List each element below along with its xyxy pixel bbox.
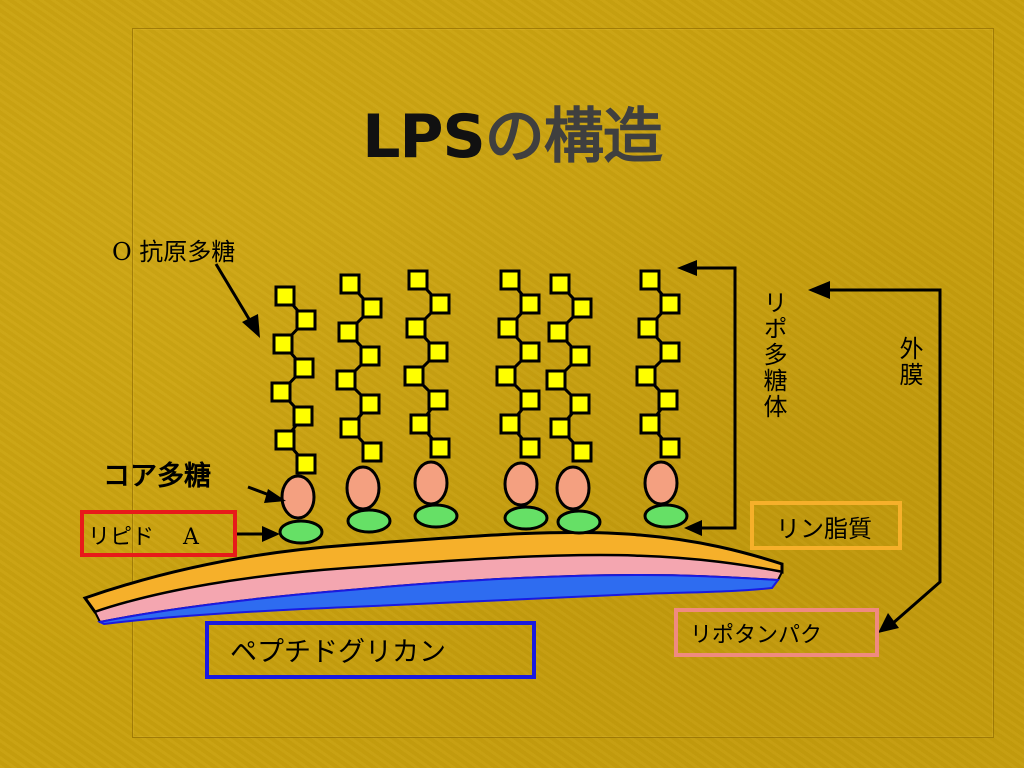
- title-latin: LPS: [362, 102, 485, 172]
- sugar-unit: [405, 317, 427, 339]
- sugar-unit: [659, 437, 681, 459]
- sugar-unit: [635, 365, 657, 387]
- lipopolysaccharide-label: リポ多糖体: [759, 290, 787, 420]
- sugar-unit: [295, 453, 317, 475]
- sugar-unit: [339, 417, 361, 439]
- core-oligosaccharide: [643, 460, 679, 506]
- sugar-unit: [639, 269, 661, 291]
- slide-frame: [132, 28, 994, 738]
- sugar-unit: [495, 365, 517, 387]
- sugar-unit: [659, 293, 681, 315]
- sugar-unit: [427, 341, 449, 363]
- peptidoglycan-label: ペプチドグリカン: [230, 637, 446, 668]
- sugar-unit: [292, 405, 314, 427]
- sugar-unit: [270, 381, 292, 403]
- sugar-unit: [407, 269, 429, 291]
- outer-membrane-bracket: [828, 288, 942, 626]
- o-antigen-chain: [403, 269, 459, 529]
- sugar-unit: [547, 321, 569, 343]
- sugar-unit: [519, 437, 541, 459]
- sugar-unit: [497, 317, 519, 339]
- sugar-unit: [657, 389, 679, 411]
- o-antigen-chain: [335, 273, 392, 534]
- o-antigen-chain: [495, 269, 549, 531]
- slide-title: LPSの構造: [0, 88, 1024, 175]
- phospholipid-label: リン脂質: [776, 515, 872, 543]
- sugar-unit: [427, 389, 449, 411]
- core-oligosaccharide: [503, 461, 539, 507]
- sugar-unit: [637, 317, 659, 339]
- lipid-a-label: リピド A: [88, 525, 199, 550]
- sugar-unit: [519, 341, 541, 363]
- lipid-a-unit: [278, 519, 324, 545]
- sugar-unit: [545, 369, 567, 391]
- sugar-unit: [337, 321, 359, 343]
- sugar-unit: [571, 441, 593, 463]
- core-oligosaccharide: [555, 465, 591, 511]
- sugar-unit: [519, 293, 541, 315]
- core-oligosaccharide: [345, 465, 381, 511]
- sugar-unit: [295, 309, 317, 331]
- sugar-unit: [274, 429, 296, 451]
- sugar-unit: [272, 333, 294, 355]
- lipoprotein-box: [674, 608, 879, 657]
- lipid-a-unit: [643, 503, 689, 529]
- sugar-unit: [569, 345, 591, 367]
- outer-membrane-top-arrowhead: [808, 281, 830, 299]
- sugar-unit: [549, 417, 571, 439]
- sugar-unit: [274, 285, 296, 307]
- sugar-unit: [549, 273, 571, 295]
- sugar-unit: [569, 393, 591, 415]
- sugar-unit: [499, 413, 521, 435]
- sugar-unit: [359, 393, 381, 415]
- lps-bracket: [694, 266, 737, 530]
- sugar-unit: [499, 269, 521, 291]
- lps-bracket-top-arrowhead: [677, 260, 697, 276]
- core-oligosaccharide: [280, 474, 316, 520]
- sugar-unit: [659, 341, 681, 363]
- outer-membrane-bottom-arrowhead: [878, 613, 899, 633]
- core-oligosaccharide: [413, 460, 449, 506]
- lipid-a-unit: [556, 509, 602, 535]
- lipid-a-box: [80, 510, 237, 557]
- sugar-unit: [639, 413, 661, 435]
- peptidoglycan-box: [205, 621, 536, 679]
- phospholipid-box: [750, 501, 902, 550]
- o-antigen-arrowhead: [242, 314, 260, 338]
- sugar-unit: [409, 413, 431, 435]
- sugar-unit: [519, 389, 541, 411]
- sugar-unit: [429, 437, 451, 459]
- lipid-a-unit: [413, 503, 459, 529]
- sugar-unit: [359, 345, 381, 367]
- core-label: コア多糖: [103, 461, 211, 492]
- sugar-unit: [339, 273, 361, 295]
- o-antigen-label: O 抗原多糖: [112, 238, 236, 266]
- sugar-unit: [361, 297, 383, 319]
- o-antigen-chain: [270, 285, 324, 545]
- sugar-unit: [429, 293, 451, 315]
- sugar-unit: [361, 441, 383, 463]
- lipid-a-unit: [503, 505, 549, 531]
- o-antigen-chain: [545, 273, 602, 535]
- core-arrowhead: [264, 489, 286, 503]
- o-antigen-arrow: [214, 263, 254, 325]
- title-japanese: の構造: [484, 102, 663, 172]
- sugar-unit: [335, 369, 357, 391]
- lipid-a-arrowhead: [262, 526, 280, 542]
- lipoprotein-label: リポタンパク: [690, 623, 823, 648]
- membrane-blue-layer: [96, 573, 780, 626]
- lps-bracket-bottom-arrowhead: [684, 520, 702, 536]
- outer-membrane-label: 外膜: [895, 336, 923, 388]
- sugar-unit: [571, 297, 593, 319]
- sugar-unit: [403, 365, 425, 387]
- o-antigen-chain: [635, 269, 689, 529]
- sugar-unit: [293, 357, 315, 379]
- lipid-a-unit: [346, 508, 392, 534]
